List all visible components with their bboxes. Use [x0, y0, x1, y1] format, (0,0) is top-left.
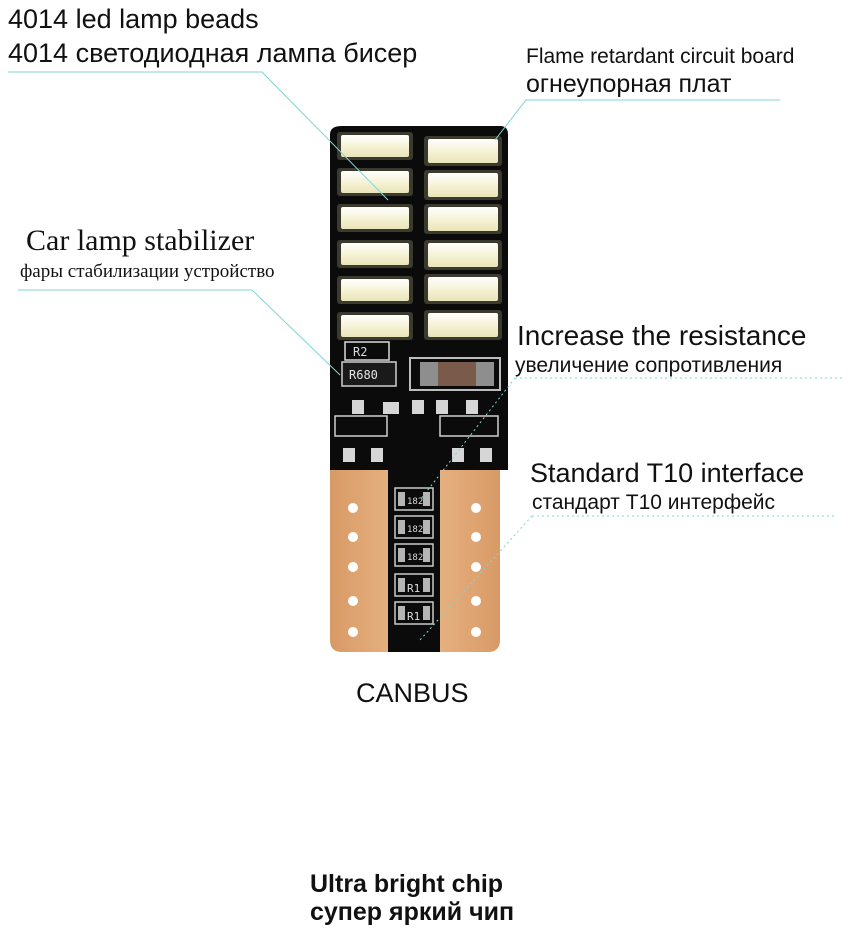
chip-label-en: Ultra bright chip [310, 870, 504, 898]
stabilizer-components: R2 R680 [334, 341, 501, 462]
resistance-label-ru: увеличение сопротивления [515, 354, 783, 377]
led-bead [424, 136, 502, 166]
led-bead [337, 276, 413, 304]
led-beads [337, 132, 502, 340]
leader-flame [494, 99, 780, 141]
led-bead [337, 312, 413, 340]
flame-label-en: Flame retardant circuit board [526, 45, 795, 68]
leader-beads [8, 71, 389, 201]
r680-marking: R680 [349, 368, 378, 382]
stabilizer-label-ru: фары стабилизации устройство [20, 261, 275, 282]
stabilizer-label-en: Car lamp stabilizer [26, 224, 255, 257]
led-bead [424, 170, 502, 200]
resistor-marking: 182 [407, 497, 423, 507]
chip-label-ru: супер яркий чип [310, 898, 515, 926]
led-bead [337, 168, 413, 196]
leader-t10 [419, 515, 836, 641]
beads-label-en: 4014 led lamp beads [8, 4, 259, 34]
led-bead [337, 240, 413, 268]
flame-label-ru: огнеупорная плат [526, 70, 732, 98]
leader-resistance [419, 377, 845, 501]
led-bead [424, 274, 502, 304]
resistor-marking: 182 [407, 553, 423, 563]
canbus-label: CANBUS [356, 678, 469, 708]
resistor-marking: 182 [407, 525, 423, 535]
t10-label-en: Standard T10 interface [530, 458, 805, 488]
led-bead [424, 204, 502, 234]
led-bead [424, 310, 502, 340]
stem-resistors: 182 182 182 R1 R1 [394, 487, 434, 625]
resistor-marking: R1 [407, 610, 420, 623]
t10-label-ru: стандарт T10 интерфейс [532, 491, 776, 514]
r2-marking: R2 [353, 345, 367, 359]
leader-stabilizer [18, 289, 341, 376]
beads-label-ru: 4014 светодиодная лампа бисер [8, 38, 418, 68]
resistor-marking: R1 [407, 582, 420, 595]
led-bead [424, 240, 502, 270]
leader-lines [8, 71, 845, 641]
led-bead [337, 132, 413, 160]
led-bead [337, 204, 413, 232]
resistance-label-en: Increase the resistance [517, 320, 807, 351]
